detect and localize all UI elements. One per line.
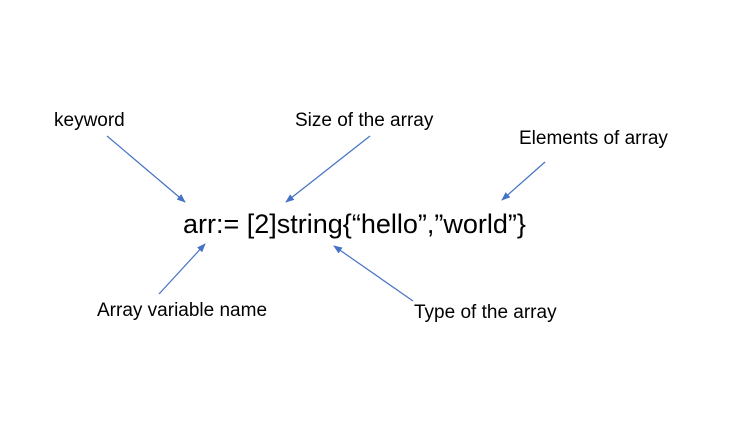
type-of-array-label: Type of the array	[414, 302, 557, 323]
keyword-label: keyword	[54, 110, 125, 131]
size-arrow	[285, 135, 371, 203]
elements-arrow	[501, 161, 546, 201]
variable-name-arrow	[158, 243, 206, 295]
keyword-arrow	[106, 135, 186, 203]
array-variable-name-label: Array variable name	[97, 300, 268, 321]
elements-of-array-label: Elements of array	[519, 128, 668, 149]
size-of-array-label: Size of the array	[295, 110, 434, 131]
type-arrow	[333, 245, 414, 302]
code-statement: arr:= [2]string{“hello”,”world”}	[183, 209, 526, 239]
